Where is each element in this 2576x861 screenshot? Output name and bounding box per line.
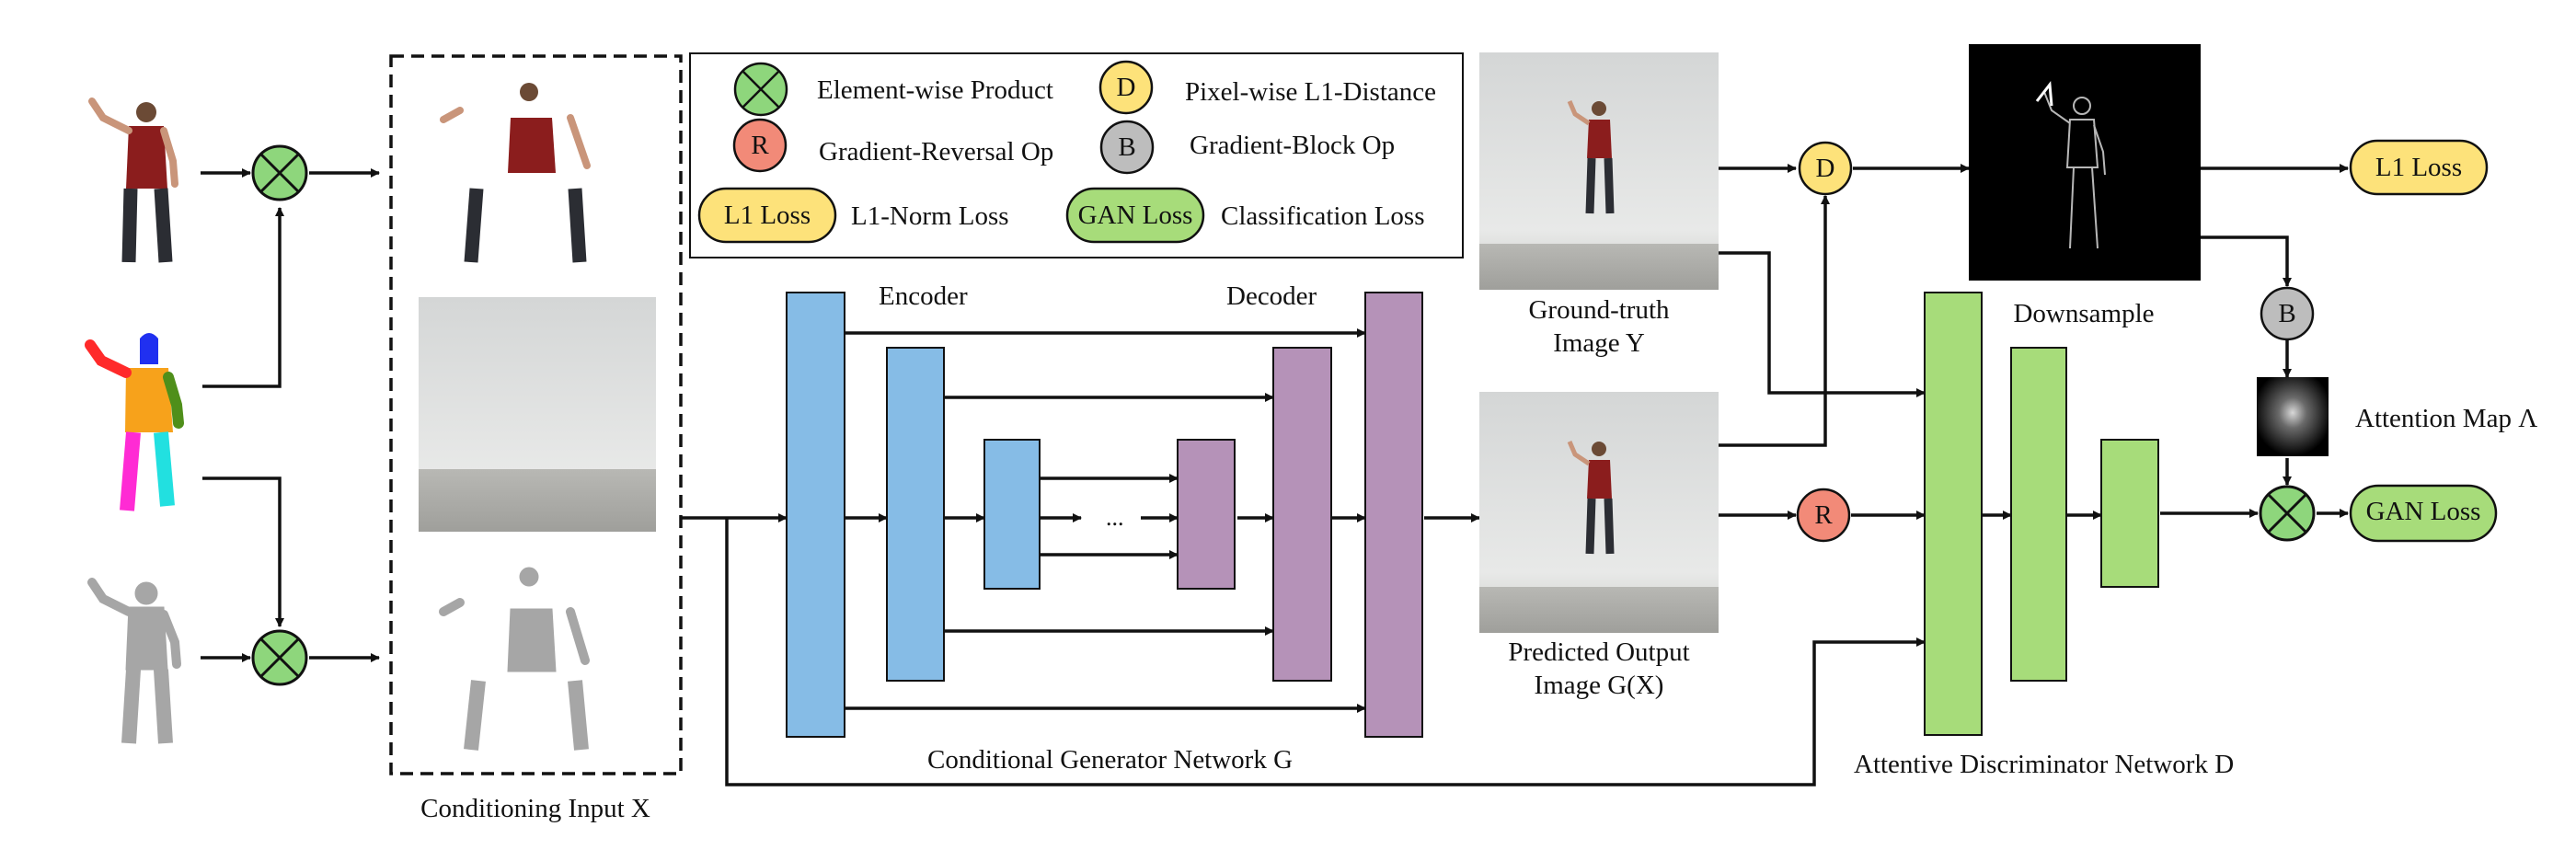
discriminator-block-3 — [2100, 439, 2159, 588]
attention-map-label: Attention Map Λ — [2355, 404, 2537, 433]
ground-truth-label-line1: Ground-truth — [1528, 295, 1670, 325]
product-node-bottom — [251, 629, 308, 686]
ground-truth-label-line2: Image Y — [1553, 328, 1645, 358]
input-body-part-segmentation — [85, 333, 184, 511]
generator-label: Conditional Generator Network G — [927, 745, 1293, 775]
decoder-blocks — [1177, 292, 1423, 738]
predicted-output-image — [1479, 392, 1719, 633]
encoder-blocks — [786, 292, 1041, 738]
svg-text:GAN Loss: GAN Loss — [1078, 201, 1193, 230]
svg-text:B: B — [1118, 132, 1135, 162]
legend-l1-norm-loss: L1-Norm Loss — [851, 201, 1009, 231]
l1-distance-node: D — [1798, 141, 1853, 196]
product-node-top — [251, 144, 308, 201]
svg-text:D: D — [1117, 73, 1136, 102]
decoder-block-1 — [1177, 439, 1236, 590]
legend-l1-loss-badge: L1 Loss — [697, 187, 837, 244]
conditioning-input-label: Conditioning Input X — [420, 794, 650, 823]
attention-map-image — [2257, 377, 2329, 456]
svg-text:L1 Loss: L1 Loss — [724, 201, 811, 230]
legend-gradient-block-icon: B — [1099, 120, 1155, 175]
conditioning-input-box — [389, 54, 683, 775]
decoder-label: Decoder — [1226, 281, 1317, 311]
svg-text:R: R — [1814, 500, 1833, 530]
discriminator-label: Attentive Discriminator Network D — [1854, 750, 2234, 779]
predicted-label-line1: Predicted Output — [1508, 637, 1689, 667]
arrow-groundtruth-to-discriminator — [1719, 251, 1926, 397]
bottleneck-ellipsis: ... — [1106, 504, 1124, 531]
legend-element-wise-product: Element-wise Product — [817, 75, 1053, 105]
svg-text:R: R — [751, 131, 769, 160]
difference-map-image — [1969, 44, 2201, 281]
decoder-block-2 — [1272, 347, 1332, 682]
ground-truth-image — [1479, 52, 1719, 290]
l1-loss-output: L1 Loss — [2349, 139, 2489, 196]
legend-gradient-reversal-op: Gradient-Reversal Op — [819, 137, 1053, 166]
predicted-label-line2: Image G(X) — [1535, 671, 1664, 700]
discriminator-blocks — [1924, 292, 2159, 736]
conditioning-masked-rgb-image — [440, 83, 591, 263]
legend-pixel-wise-l1-distance: Pixel-wise L1-Distance — [1185, 77, 1436, 107]
arrow-downsample-to-B — [2201, 235, 2292, 287]
legend-product-icon — [733, 62, 788, 117]
legend-gradient-block-op: Gradient-Block Op — [1190, 131, 1395, 160]
discriminator-block-2 — [2010, 347, 2067, 682]
encoder-block-1 — [786, 292, 845, 738]
encoder-block-2 — [886, 347, 945, 682]
gradient-block-node: B — [2260, 286, 2315, 341]
product-node-attention — [2259, 485, 2316, 542]
encoder-block-3 — [983, 439, 1041, 590]
arrow-predicted-to-D — [1719, 195, 1830, 447]
legend-gan-loss-badge: GAN Loss — [1065, 187, 1205, 244]
arrow-segmentation-to-product-top — [202, 207, 284, 388]
decoder-block-3 — [1364, 292, 1423, 738]
legend-gradient-reversal-icon: R — [732, 118, 788, 173]
encoder-label: Encoder — [879, 281, 968, 311]
gan-loss-output: GAN Loss — [2349, 484, 2498, 543]
connections — [201, 164, 2349, 786]
legend-classification-loss: Classification Loss — [1221, 201, 1425, 231]
input-person-rgb-image — [88, 98, 178, 263]
legend-l1-distance-icon: D — [1098, 60, 1154, 115]
conditioning-masked-silhouette — [439, 567, 590, 751]
gradient-reversal-node: R — [1796, 488, 1851, 543]
svg-text:GAN Loss: GAN Loss — [2366, 497, 2481, 526]
skip-connection-to-discriminator — [725, 518, 1926, 786]
svg-text:B: B — [2278, 299, 2295, 328]
input-silhouette-mask — [87, 578, 181, 744]
conditioning-background-image — [419, 297, 656, 532]
discriminator-block-1 — [1924, 292, 1983, 736]
arrow-segmentation-to-product-bottom — [202, 476, 284, 627]
downsample-label: Downsample — [2013, 299, 2154, 328]
svg-text:L1 Loss: L1 Loss — [2375, 153, 2462, 182]
svg-text:D: D — [1816, 154, 1835, 183]
